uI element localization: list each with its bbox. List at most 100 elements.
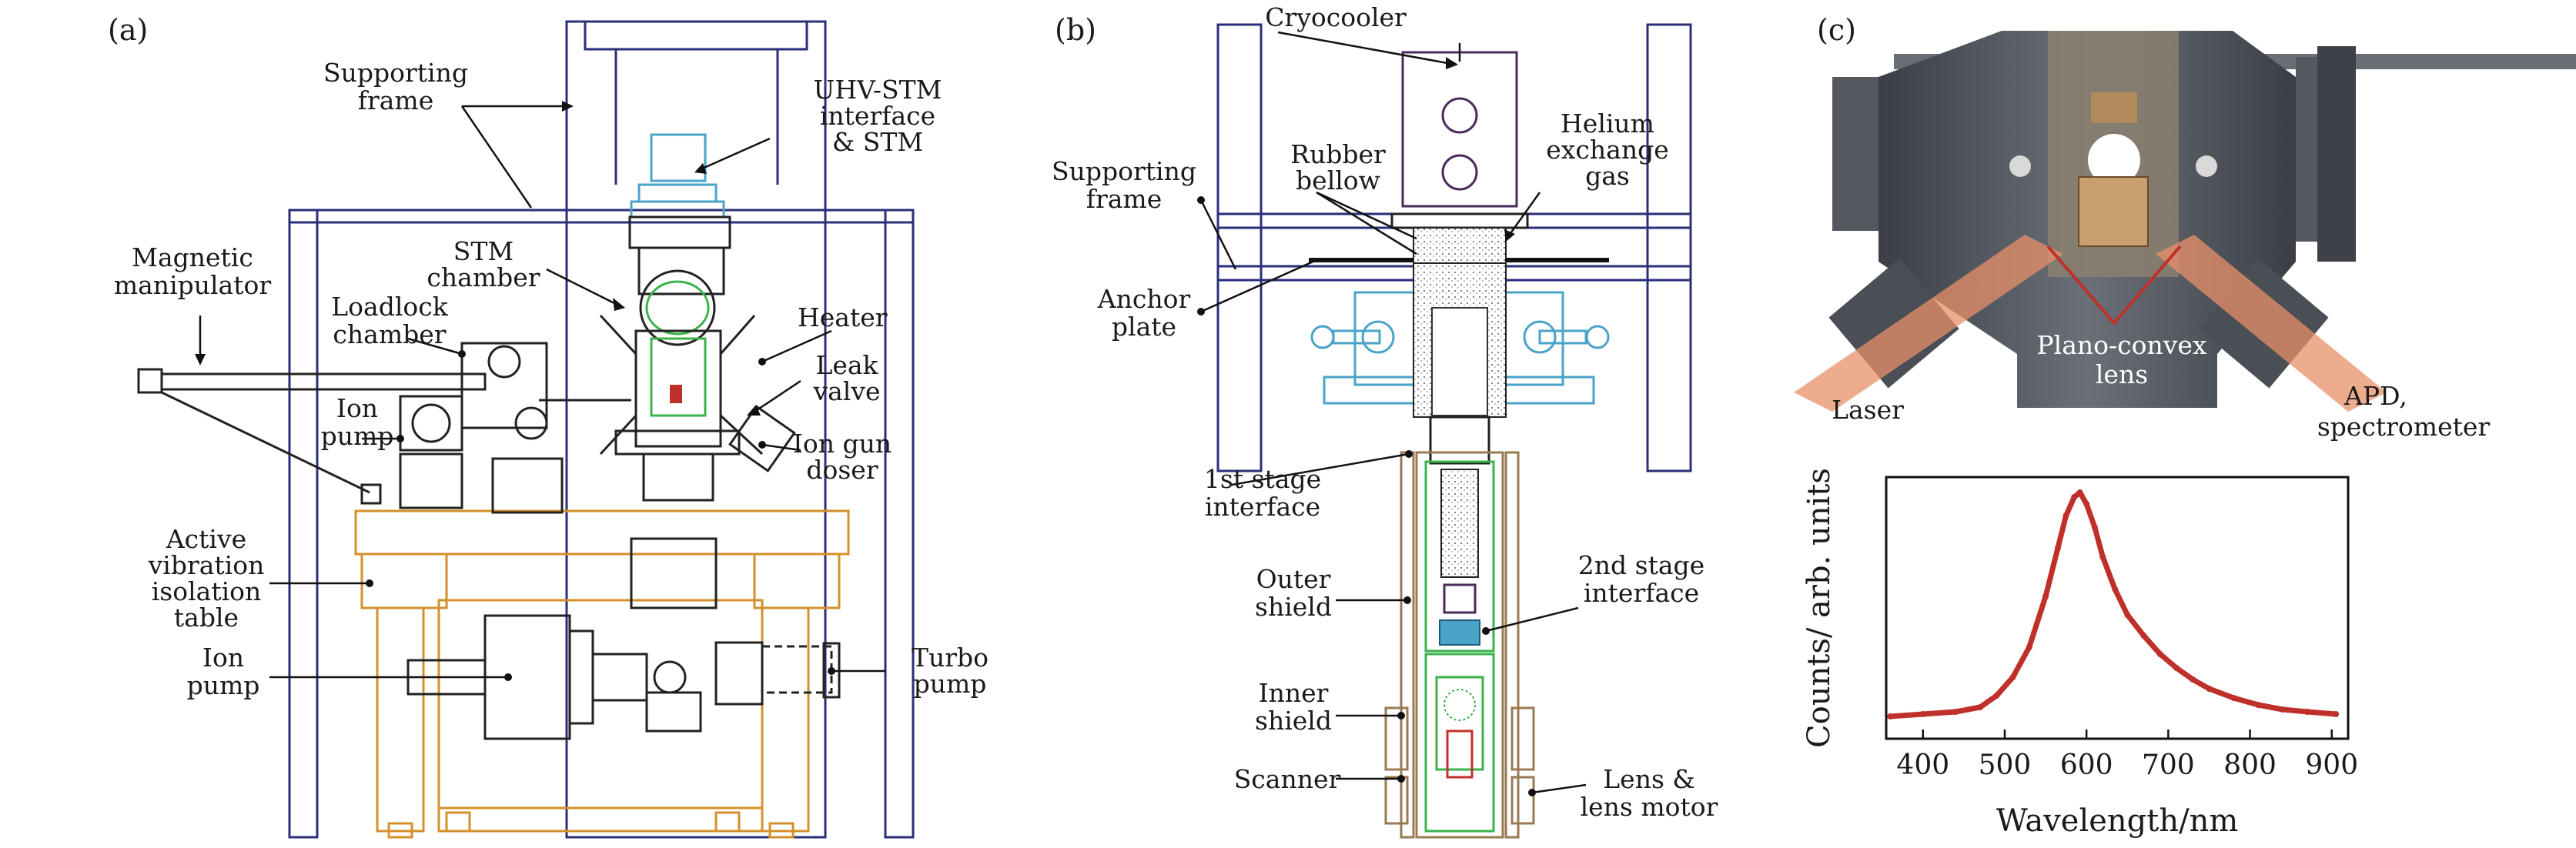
stm-chamber-drawing — [599, 269, 796, 502]
spectrum-point-4 — [1993, 693, 2000, 699]
vibration-table-drawing — [354, 509, 850, 839]
x-tick-label-600: 600 — [2060, 750, 2113, 781]
cryostat-drawing — [1216, 23, 1692, 839]
x-tick-label-400: 400 — [1896, 750, 1949, 781]
panel-b-arrows — [1197, 31, 1587, 796]
spectrum-point-20 — [2190, 676, 2196, 683]
spectrum-point-21 — [2206, 686, 2213, 692]
x-ticks: 400 500 600 700 800 900 — [1896, 729, 2358, 781]
spectrum-point-8 — [2055, 545, 2062, 551]
label-heater: Heater — [798, 302, 888, 332]
label-stm-chamber-1: STM — [453, 236, 514, 266]
label-helium-2: exchange — [1546, 135, 1668, 165]
spectrum-point-19 — [2173, 665, 2180, 671]
supporting-frame-drawing — [288, 20, 915, 839]
label-helium-3: gas — [1585, 161, 1630, 191]
x-tick-label-800: 800 — [2223, 750, 2277, 781]
label-scanner: Scanner — [1234, 764, 1341, 794]
label-ion-gun-doser-2: doser — [806, 455, 878, 485]
spectrum-point-11 — [2076, 489, 2083, 496]
label-supporting-frame-2: frame — [358, 85, 433, 115]
label-turbo-pump-1: Turbo — [912, 643, 989, 673]
label-cryocooler: Cryocooler — [1265, 2, 1407, 32]
spectrum-point-5 — [2009, 674, 2016, 680]
spectrum-point-22 — [2230, 695, 2237, 701]
spectrum-point-25 — [2303, 709, 2310, 715]
label-plano-convex-2: lens — [2096, 359, 2148, 389]
label-ion-pump-top-1: Ion — [336, 393, 378, 423]
panel-c-labels: Plano-convex lens Laser APD, spectromete… — [1832, 330, 2490, 442]
x-tick-label-900: 900 — [2305, 750, 2358, 781]
spectrum-points — [1887, 489, 2340, 719]
label-laser: Laser — [1832, 395, 1904, 425]
y-axis-label: Counts/ arb. units — [1802, 468, 1837, 748]
label-uhv-stm-1: UHV-STM — [814, 75, 942, 105]
spectrum-point-15 — [2112, 586, 2119, 593]
label-inner-shield-1: Inner — [1259, 678, 1329, 708]
spectrum-point-13 — [2091, 524, 2098, 530]
label-active-vibration-4: table — [174, 603, 239, 633]
label-outer-shield-2: shield — [1255, 592, 1332, 622]
label-leak-valve-1: Leak — [815, 350, 878, 380]
label-rubber-bellow-2: bellow — [1296, 165, 1380, 195]
label-lens-motor-1: Lens & — [1603, 764, 1695, 794]
panel-c-label: (c) — [1817, 13, 1856, 47]
spectrum-point-18 — [2156, 651, 2163, 657]
label-turbo-pump-2: pump — [914, 669, 987, 699]
label-magnetic-manipulator-1: Magnetic — [132, 242, 253, 272]
spectrum-point-6 — [2026, 644, 2032, 650]
label-outer-shield-1: Outer — [1256, 564, 1331, 594]
spectrum-point-26 — [2333, 711, 2340, 717]
label-loadlock-2: chamber — [333, 319, 446, 349]
label-ion-pump-top-2: pump — [321, 421, 394, 451]
x-tick-label-500: 500 — [1979, 750, 2032, 781]
label-second-stage-1: 2nd stage — [1578, 550, 1705, 580]
label-inner-shield-2: shield — [1255, 706, 1332, 736]
vacuum-vessel-render — [1828, 31, 2576, 408]
label-first-stage-1: 1st stage — [1204, 464, 1321, 494]
loadlock-drawing — [137, 342, 631, 514]
optical-beams — [1794, 235, 2387, 412]
label-helium-1: Helium — [1561, 109, 1654, 139]
spectrum-point-17 — [2140, 633, 2147, 639]
x-tick-label-700: 700 — [2142, 750, 2195, 781]
label-anchor-plate-2: plate — [1112, 312, 1176, 342]
label-active-vibration-3: isolation — [152, 576, 262, 606]
label-lens-motor-2: lens motor — [1581, 792, 1718, 822]
spectrum-point-9 — [2062, 512, 2069, 519]
x-axis-label: Wavelength/nm — [1996, 803, 2239, 839]
spectrum-point-10 — [2071, 494, 2078, 500]
label-first-stage-2: interface — [1205, 492, 1320, 522]
label-uhv-stm-3: & STM — [832, 127, 923, 157]
spectrum-point-24 — [2280, 706, 2287, 713]
plot-frame — [1885, 476, 2350, 740]
spectrum-point-16 — [2124, 612, 2131, 618]
spectrum-point-0 — [1887, 713, 1894, 719]
label-supporting-frame-b-2: frame — [1086, 184, 1162, 214]
label-ion-pump-bottom-1: Ion — [202, 643, 244, 673]
label-supporting-frame-1: Supporting — [323, 58, 468, 88]
label-active-vibration-1: Active — [166, 524, 246, 554]
spectrum-point-14 — [2099, 554, 2106, 560]
spectrum-point-3 — [1977, 704, 1984, 710]
label-supporting-frame-b-1: Supporting — [1052, 156, 1196, 186]
label-ion-gun-doser-1: Ion gun — [793, 429, 892, 459]
label-active-vibration-2: vibration — [148, 550, 265, 580]
label-stm-chamber-2: chamber — [427, 262, 540, 292]
label-ion-pump-bottom-2: pump — [187, 670, 260, 700]
label-leak-valve-2: valve — [812, 376, 880, 406]
label-apd-2: spectrometer — [2317, 412, 2491, 442]
label-plano-convex-1: Plano-convex — [2036, 330, 2206, 360]
spectrum-point-1 — [1919, 711, 1926, 717]
panel-c: (c) Plano-convex lens Laser APD, — [1794, 13, 2576, 839]
spectrum-chart: 400 500 600 700 800 900 Wavelength/nm Counts/… — [1802, 468, 2358, 839]
panel-a-arrows — [195, 101, 885, 681]
panel-b-labels: Cryocooler Helium exchange gas Rubber be… — [1052, 2, 1718, 822]
spectrum-point-23 — [2255, 702, 2262, 708]
label-loadlock-1: Loadlock — [331, 292, 448, 322]
spectrum-point-2 — [1952, 709, 1959, 715]
spectrum-point-12 — [2083, 501, 2090, 507]
label-uhv-stm-2: interface — [820, 101, 935, 131]
label-second-stage-2: interface — [1584, 578, 1699, 608]
